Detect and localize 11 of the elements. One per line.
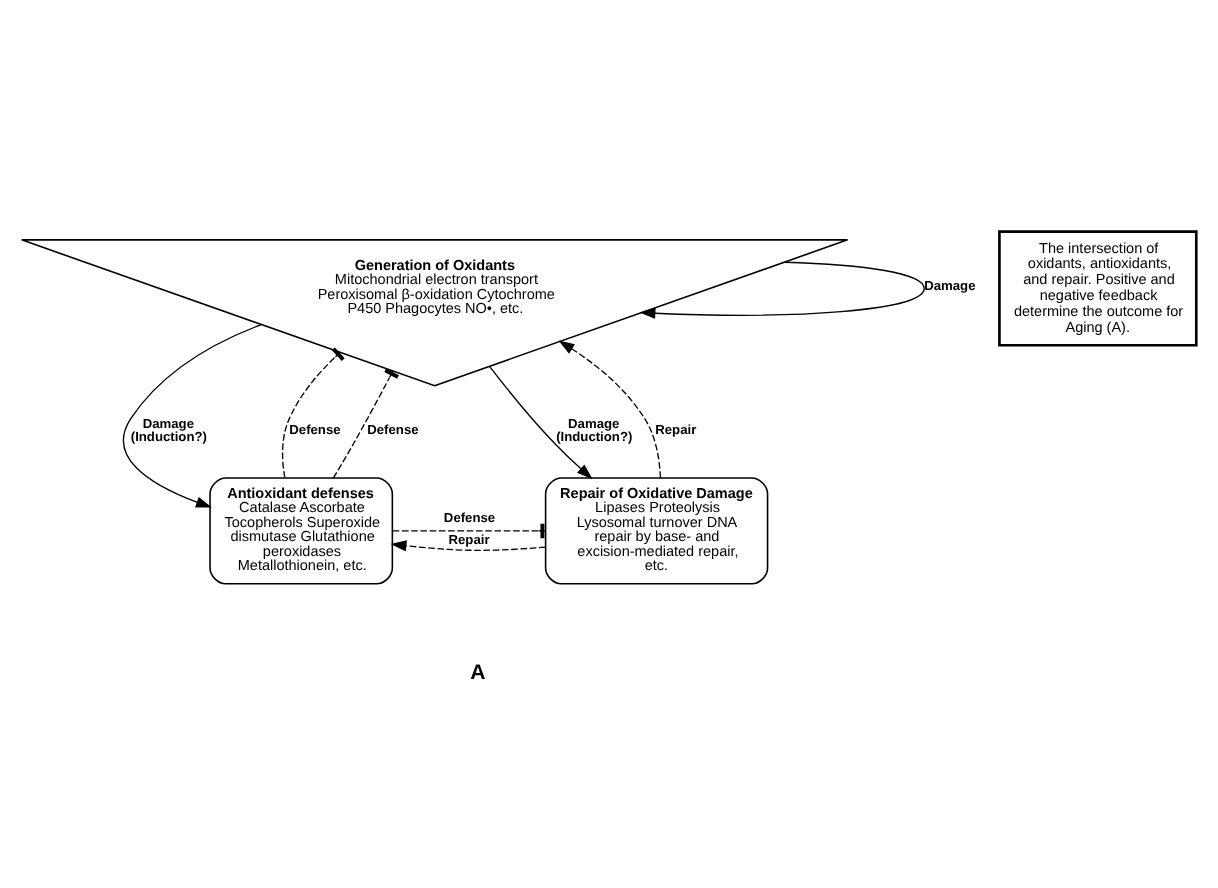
node-box: The intersection of oxidants, antioxidants, and repair. Positive and negative feedback determine the outcome for Aging (A). — [998, 229, 1198, 346]
connector — [281, 346, 345, 478]
label: A — [470, 659, 486, 684]
connector — [332, 367, 399, 478]
arrow — [489, 364, 593, 479]
arrow — [122, 322, 262, 507]
node-box: Antioxidant defenses Catalase Ascorbate Tocopherols Superoxide dismutase Glutathione peroxidases Metallothionein, etc. — [209, 476, 394, 584]
arrow — [639, 260, 925, 318]
arrow — [390, 539, 547, 551]
node-box: Repair of Oxidative Damage Lipases Proteolysis Lysosomal turnover DNA repair by base- and excision-mediated repair, etc. — [544, 476, 769, 584]
arrow — [558, 339, 662, 478]
